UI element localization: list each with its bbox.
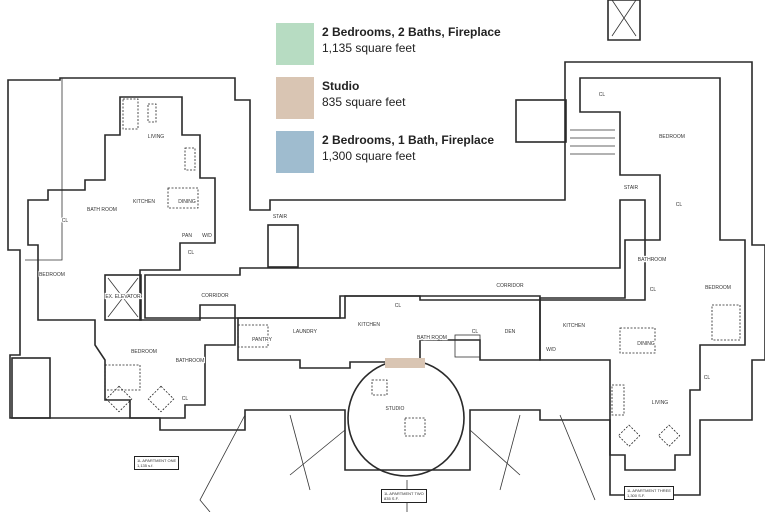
legend-swatch-green bbox=[276, 23, 314, 65]
corridor bbox=[144, 199, 646, 319]
apartment-three bbox=[539, 77, 746, 471]
room-label: CL bbox=[472, 329, 479, 335]
legend-size: 1,135 square feet bbox=[322, 41, 416, 55]
legend-title: 2 Bedrooms, 2 Baths, Fireplace bbox=[322, 25, 501, 39]
legend-size: 835 square feet bbox=[322, 95, 406, 109]
room-label: STAIR bbox=[273, 214, 288, 220]
room-label: CL bbox=[599, 92, 606, 98]
room-label: KITCHEN bbox=[563, 323, 585, 329]
room-label: BEDROOM bbox=[705, 285, 731, 291]
room-label: W/D bbox=[546, 347, 556, 353]
room-label: CL bbox=[650, 287, 657, 293]
stair bbox=[570, 129, 615, 155]
legend-title: 2 Bedrooms, 1 Bath, Fireplace bbox=[322, 133, 495, 147]
tag-area: 1,300 S.F. bbox=[627, 493, 646, 498]
room-label: KITCHEN bbox=[358, 322, 380, 328]
room-label: BATHROOM bbox=[176, 358, 205, 364]
tag-name: 1L APARTMENT THREE bbox=[627, 488, 672, 493]
room-label: DINING bbox=[637, 341, 655, 347]
room-label: LIVING bbox=[652, 400, 669, 406]
room-label: W/D bbox=[202, 233, 212, 239]
room-label: BATH ROOM bbox=[87, 207, 117, 213]
room-label: BATHROOM bbox=[638, 257, 667, 263]
room-label: BATH ROOM bbox=[417, 335, 447, 341]
building-shell bbox=[7, 0, 765, 512]
tag-name: 1L APARTMENT TWO bbox=[384, 491, 424, 496]
tag-name: 1L APARTMENT ONE bbox=[137, 458, 177, 463]
room-label: CL bbox=[182, 396, 189, 402]
room-label: BEDROOM bbox=[39, 272, 65, 278]
room-label: PANTRY bbox=[252, 337, 272, 343]
legend-size: 1,300 square feet bbox=[322, 149, 416, 163]
elevator bbox=[104, 274, 142, 321]
room-label: LIVING bbox=[148, 134, 165, 140]
room-label: DINING bbox=[178, 199, 196, 205]
tag-area: 1,135 s.f. bbox=[137, 463, 154, 468]
room-label: CORRIDOR bbox=[201, 293, 229, 299]
room-label: PAN bbox=[182, 233, 192, 239]
tag-area: 835 S.F. bbox=[384, 496, 399, 501]
room-label: LAUNDRY bbox=[293, 329, 317, 335]
legend-swatch-blue bbox=[276, 131, 314, 173]
apartment-one bbox=[27, 96, 236, 419]
legend-swatch-tan bbox=[276, 77, 314, 119]
room-label: CORRIDOR bbox=[496, 283, 524, 289]
room-label: CL bbox=[676, 202, 683, 208]
room-labels: LIVING KITCHEN DINING BATH ROOM CL PAN W… bbox=[38, 91, 732, 413]
room-label: CL bbox=[704, 375, 711, 381]
apartment-two bbox=[237, 295, 541, 369]
room-label: KITCHEN bbox=[133, 199, 155, 205]
room-label: CL bbox=[188, 250, 195, 256]
room-label: STAIR bbox=[624, 185, 639, 191]
room-label: CL bbox=[395, 303, 402, 309]
room-label: STUDIO bbox=[386, 406, 405, 412]
room-label: BEDROOM bbox=[659, 134, 685, 140]
room-label: DEN bbox=[505, 329, 516, 335]
room-label: EX. ELEVATOR bbox=[105, 294, 141, 300]
legend-title: Studio bbox=[322, 79, 360, 93]
room-label: BEDROOM bbox=[131, 349, 157, 355]
room-label: CL bbox=[62, 218, 69, 224]
